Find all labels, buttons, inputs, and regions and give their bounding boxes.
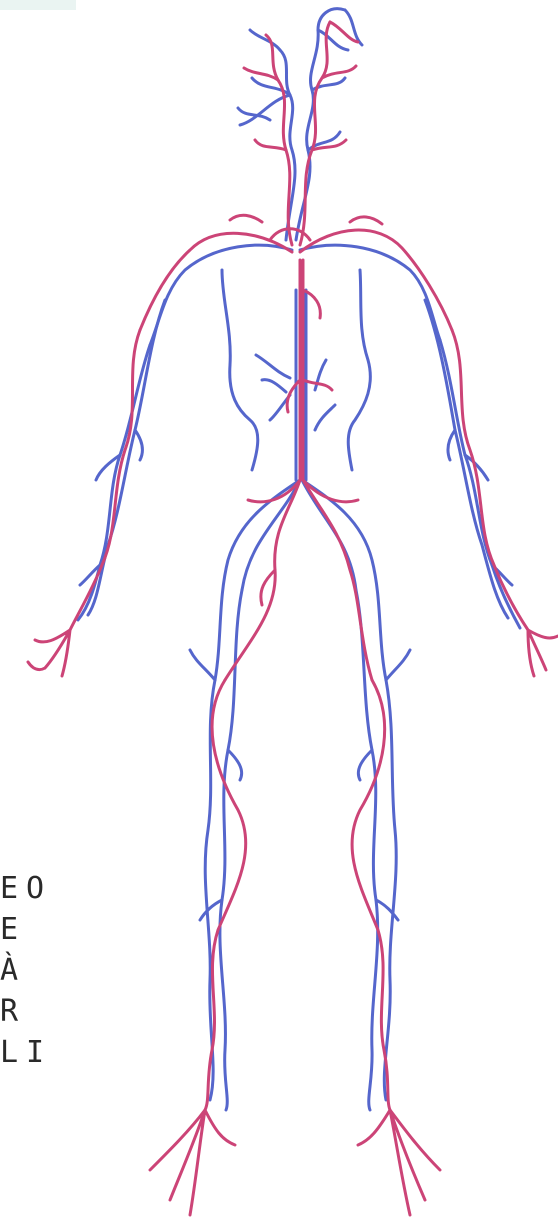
vein-shoulder-right [300, 245, 440, 340]
artery-foot-left [150, 1110, 235, 1215]
vein-torso-right [348, 270, 370, 470]
vein-neck-right [296, 9, 345, 240]
vein-head-left-branch [238, 30, 290, 125]
vein-leg-right-b [356, 590, 378, 1110]
veins [78, 9, 520, 1110]
vein-shoulder-left [150, 245, 292, 345]
vein-pelvis-right [302, 480, 386, 680]
artery-hand-left [28, 630, 70, 676]
vein-torso-left [222, 270, 258, 470]
side-letter-line-5: LI [0, 1032, 90, 1073]
vein-pelvis-inner [242, 480, 356, 590]
vein-leg-left-b [220, 590, 242, 1110]
side-letter-line-1: EO [0, 868, 90, 909]
side-letter-line-4: R [0, 991, 90, 1032]
side-letter-line-2: E [0, 909, 90, 950]
vein-arm-right-a [440, 340, 520, 628]
vein-arm-left-a [78, 345, 150, 620]
side-letter-line-3: À [0, 950, 90, 991]
artery-arm-right [452, 330, 528, 630]
artery-chest-branches [287, 290, 332, 412]
artery-shoulder-left [140, 233, 292, 330]
artery-hand-right [528, 630, 558, 676]
artery-foot-right [358, 1110, 440, 1215]
vein-leg-right-a [384, 680, 396, 1100]
side-letters: EO E À R LI [0, 868, 90, 1073]
artery-neck-left [266, 35, 292, 245]
